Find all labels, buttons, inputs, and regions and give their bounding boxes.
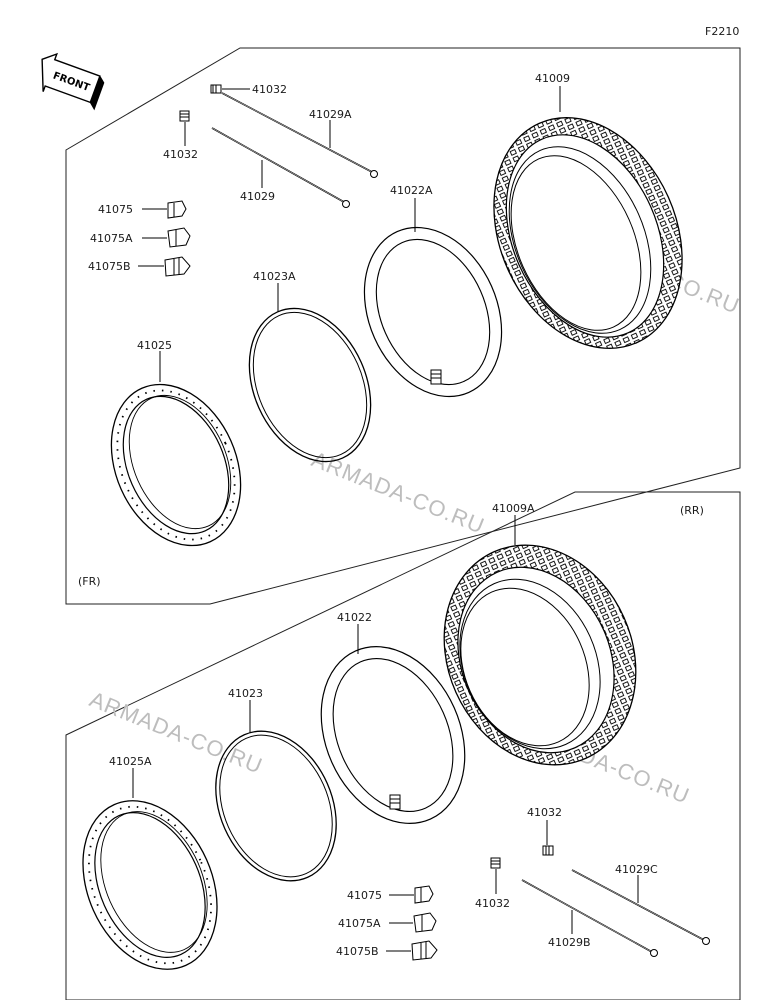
front-group-label: (FR) (78, 575, 101, 588)
front-group-frame (65, 47, 741, 605)
rear-bead-protector-a (414, 885, 434, 904)
rear-rim (82, 800, 218, 970)
label-fr-spoke-a: 41029A (309, 108, 352, 121)
rear-inner-tube (320, 646, 466, 824)
diagram-code: F2210 (705, 25, 739, 38)
front-spoke-41029 (211, 127, 350, 208)
label-fr-tire: 41009 (535, 72, 570, 85)
rear-rim-band (215, 730, 337, 882)
rear-group-frame (65, 491, 741, 1000)
rear-spoke-41029c (571, 869, 710, 945)
label-rr-bead-c: 41075B (336, 945, 379, 958)
label-fr-nipple-a: 41032 (252, 83, 287, 96)
front-spoke-41029a (221, 92, 378, 178)
label-fr-bead-b: 41075A (90, 232, 133, 245)
front-spoke-nipple-b (179, 110, 190, 122)
label-fr-spoke: 41029 (240, 190, 275, 203)
front-bead-protector-a (167, 200, 187, 219)
label-fr-bead-c: 41075B (88, 260, 131, 273)
rear-bead-protector-c (411, 940, 438, 961)
label-rr-rim: 41025A (109, 755, 152, 768)
front-arrow-badge: FRONT (41, 52, 105, 111)
front-tire (493, 117, 683, 349)
rear-group-label: (RR) (680, 504, 704, 517)
front-bead-protector-b (167, 227, 191, 248)
label-rr-tire: 41009A (492, 502, 535, 515)
label-rr-spoke-b: 41029B (548, 936, 591, 949)
label-fr-rim: 41025 (137, 339, 172, 352)
rear-spoke-nipple-a (542, 845, 554, 856)
label-rr-tube: 41022 (337, 611, 372, 624)
front-bead-protector-c (164, 256, 191, 277)
label-fr-tube: 41022A (390, 184, 433, 197)
front-spoke-nipple-a (210, 84, 222, 94)
label-rr-bead-a: 41075 (347, 889, 382, 902)
label-fr-rim-band: 41023A (253, 270, 296, 283)
label-fr-bead-a: 41075 (98, 203, 133, 216)
rear-tire (443, 544, 637, 766)
label-rr-nipple-a: 41032 (527, 806, 562, 819)
label-fr-nipple-b: 41032 (163, 148, 198, 161)
rear-spoke-41029b (521, 879, 658, 957)
rear-spoke-nipple-b (490, 857, 501, 869)
label-rr-bead-b: 41075A (338, 917, 381, 930)
label-rr-rim-band: 41023 (228, 687, 263, 700)
front-rim-band (248, 307, 372, 463)
front-rim (110, 383, 242, 547)
front-inner-tube (363, 226, 503, 398)
label-rr-spoke-c: 41029C (615, 863, 658, 876)
rear-bead-protector-b (413, 912, 437, 933)
label-rr-nipple-b: 41032 (475, 897, 510, 910)
